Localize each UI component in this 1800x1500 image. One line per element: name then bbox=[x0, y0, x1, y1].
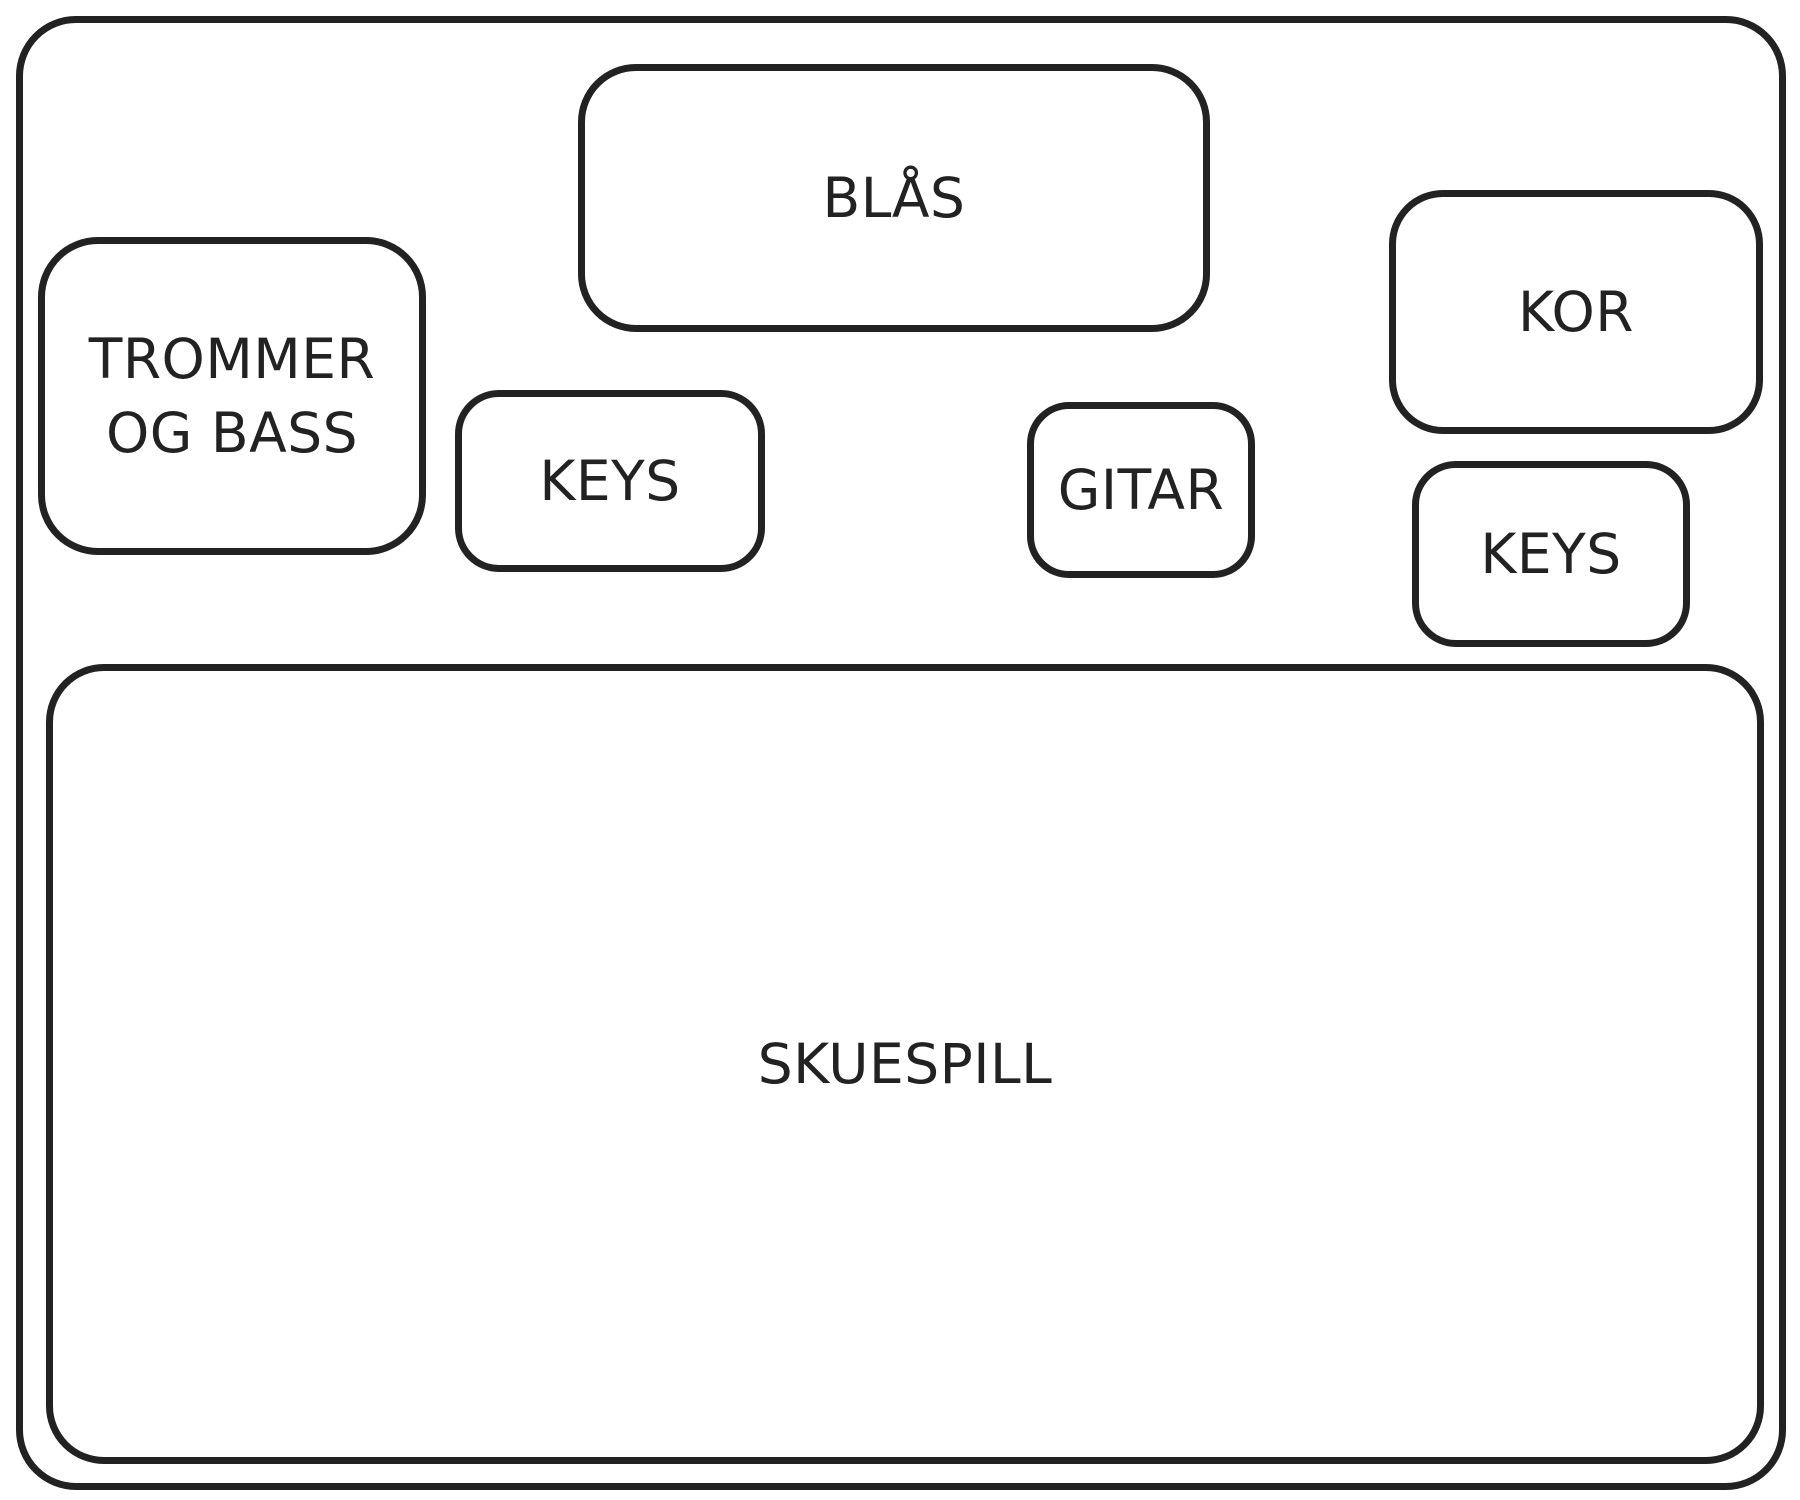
area-skuespill-label: SKUESPILL bbox=[757, 1031, 1053, 1096]
area-kor-label: KOR bbox=[1517, 279, 1635, 344]
area-gitar: GITAR bbox=[1027, 402, 1255, 578]
area-trommer-og-bass-label: TROMMER OG BASS bbox=[88, 326, 376, 465]
area-kor: KOR bbox=[1389, 190, 1763, 434]
area-keys-right: KEYS bbox=[1412, 461, 1690, 647]
area-blas: BLÅS bbox=[578, 64, 1210, 332]
area-trommer-og-bass: TROMMER OG BASS bbox=[38, 237, 426, 555]
area-gitar-label: GITAR bbox=[1057, 457, 1225, 522]
area-skuespill: SKUESPILL bbox=[46, 664, 1764, 1464]
area-keys-left-label: KEYS bbox=[539, 448, 681, 513]
area-keys-right-label: KEYS bbox=[1480, 521, 1622, 586]
area-blas-label: BLÅS bbox=[822, 165, 966, 230]
area-keys-left: KEYS bbox=[455, 390, 765, 572]
